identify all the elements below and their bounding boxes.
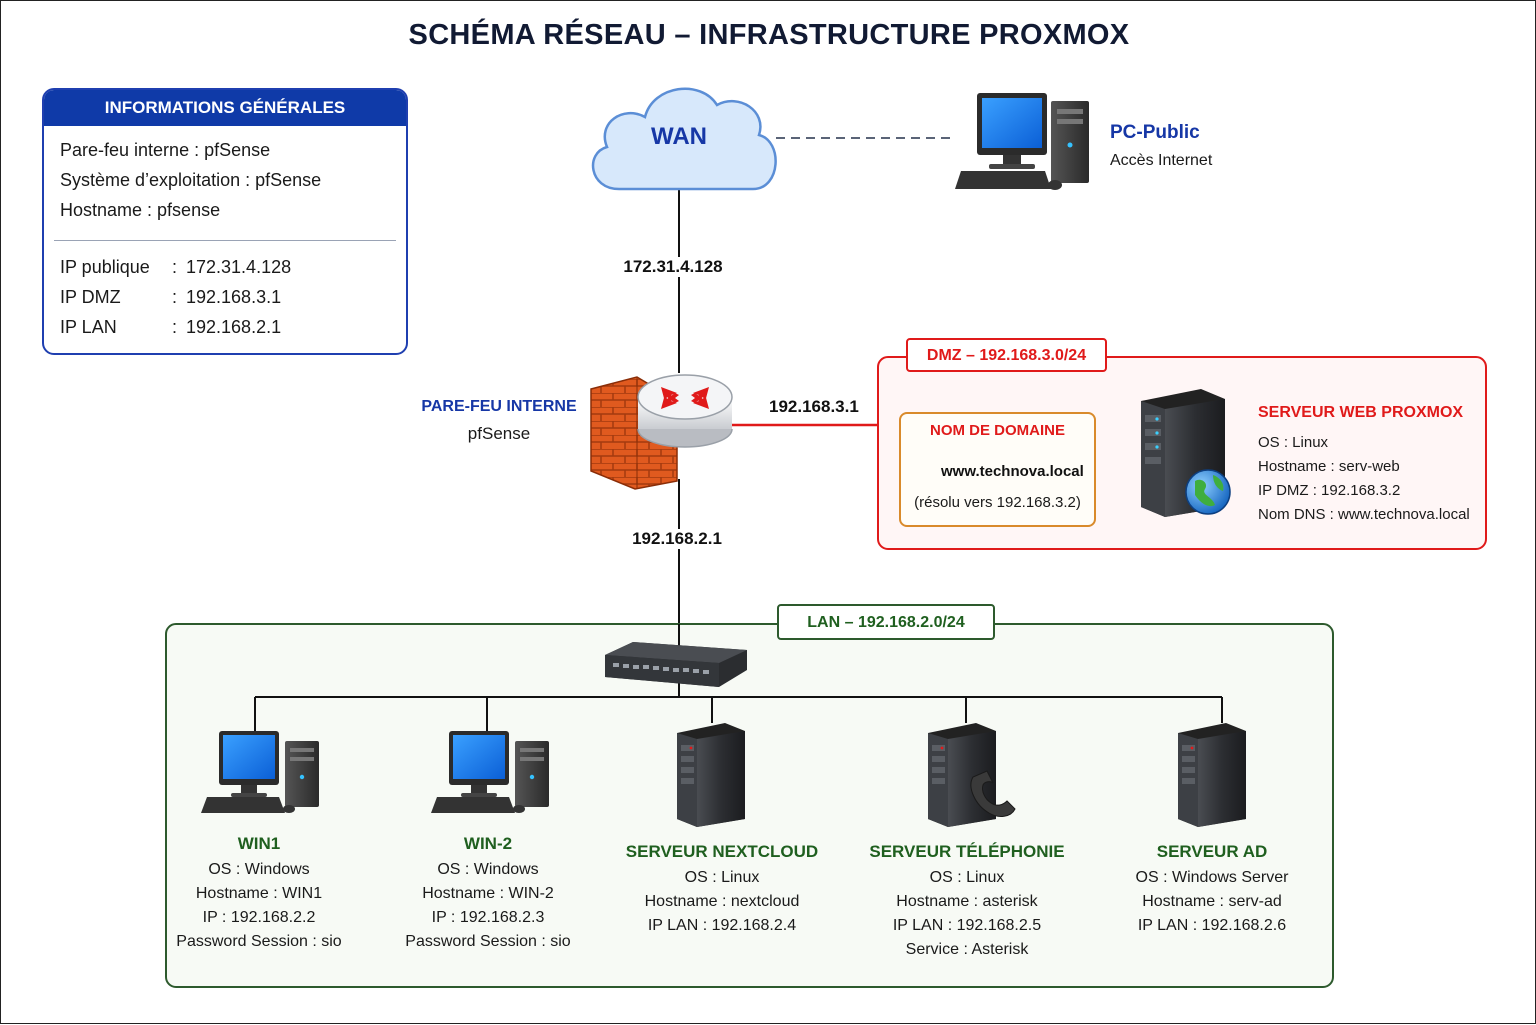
info-key: IP DMZ [60,287,121,307]
lan-host-title: WIN-2 [463,834,513,853]
detail-line: Service : Asterisk [905,941,1029,958]
detail-line: Password Session : sio [176,933,342,950]
detail-line: Password Session : sio [405,933,571,950]
detail-line: Hostname : WIN1 [195,885,323,902]
detail-line: Nom DNS : www.technova.local [1258,506,1470,523]
firewall-name: PARE-FEU INTERNE [421,398,577,415]
lan-zone-label: LAN – 192.168.2.0/24 [777,604,995,640]
page-title: SCHÉMA RÉSEAU – INFRASTRUCTURE PROXMOX [408,19,1130,51]
info-value: 192.168.2.1 [186,317,282,337]
detail-line: Hostname : serv-ad [1142,893,1282,910]
wan-cloud-icon [591,87,777,191]
lan-zone [165,623,1334,988]
detail-line: OS : Linux [684,869,760,886]
firewall-dmz-ip: 192.168.3.1 [769,397,859,416]
network-switch-icon [605,642,747,687]
detail-line: IP : 192.168.2.3 [431,909,545,926]
info-key: IP LAN [60,317,117,337]
firewall-router-icon [590,374,733,490]
pc-public-desc: Accès Internet [1110,152,1213,169]
desktop-computer-icon [431,731,549,813]
info-row-public-ip: IP publique:172.31.4.128 [60,257,292,277]
info-key: IP publique [60,257,150,277]
info-panel: INFORMATIONS GÉNÉRALES Pare-feu interne … [42,88,408,355]
detail-line: OS : Linux [1258,434,1329,451]
info-panel-heading: INFORMATIONS GÉNÉRALES [44,90,406,126]
firewall-sub: pfSense [467,424,531,443]
desktop-computer-icon [201,731,319,813]
detail-line: Hostname : WIN-2 [422,885,554,902]
info-row-dmz-ip: IP DMZ:192.168.3.1 [60,287,282,307]
detail-line: Hostname : nextcloud [644,893,800,910]
domain-name: www.technova.local [941,463,1084,480]
server-tower-icon [677,723,745,827]
info-value: 192.168.3.1 [186,287,282,307]
phone-icon [970,770,1016,817]
web-server-title: SERVEUR WEB PROXMOX [1258,404,1464,421]
wan-label: WAN [651,123,707,150]
detail-line: OS : Windows [208,861,310,878]
domain-resolved: (résolu vers 192.168.3.2) [914,494,1081,511]
detail-line: IP LAN : 192.168.2.6 [1137,917,1287,934]
wan-ip-label: 172.31.4.128 [593,257,753,277]
detail-line: OS : Linux [929,869,1005,886]
lan-host-title: SERVEUR NEXTCLOUD [625,842,819,861]
firewall-lan-ip: 192.168.2.1 [607,529,747,549]
info-line: Pare-feu interne : pfSense [60,140,271,160]
info-line: Système d’exploitation : pfSense [60,170,322,190]
pc-public-icon [955,93,1089,190]
lan-host-title: SERVEUR AD [1156,842,1268,861]
info-divider [54,240,396,241]
detail-line: Hostname : asterisk [896,893,1038,910]
info-value: 172.31.4.128 [186,257,292,277]
info-row-lan-ip: IP LAN:192.168.2.1 [60,317,282,337]
detail-line: IP LAN : 192.168.2.4 [647,917,797,934]
server-tower-icon [1178,723,1246,827]
web-server-details: OS : Linux Hostname : serv-web IP DMZ : … [1258,431,1470,527]
info-line: Hostname : pfsense [60,200,221,220]
lan-host-title: WIN1 [237,834,281,853]
domain-name-box: NOM DE DOMAINE www.technova.local (résol… [899,412,1096,527]
detail-line: IP : 192.168.2.2 [202,909,316,926]
detail-line: OS : Windows [437,861,539,878]
globe-icon [1185,469,1231,515]
detail-line: IP DMZ : 192.168.3.2 [1258,482,1401,499]
lan-host-title: SERVEUR TÉLÉPHONIE [869,842,1065,861]
domain-box-title: NOM DE DOMAINE [930,422,1065,439]
detail-line: OS : Windows Server [1135,869,1289,886]
dmz-zone-label: DMZ – 192.168.3.0/24 [906,338,1107,372]
detail-line: IP LAN : 192.168.2.5 [892,917,1042,934]
pc-public-name: PC-Public [1110,122,1200,143]
detail-line: Hostname : serv-web [1258,458,1400,475]
